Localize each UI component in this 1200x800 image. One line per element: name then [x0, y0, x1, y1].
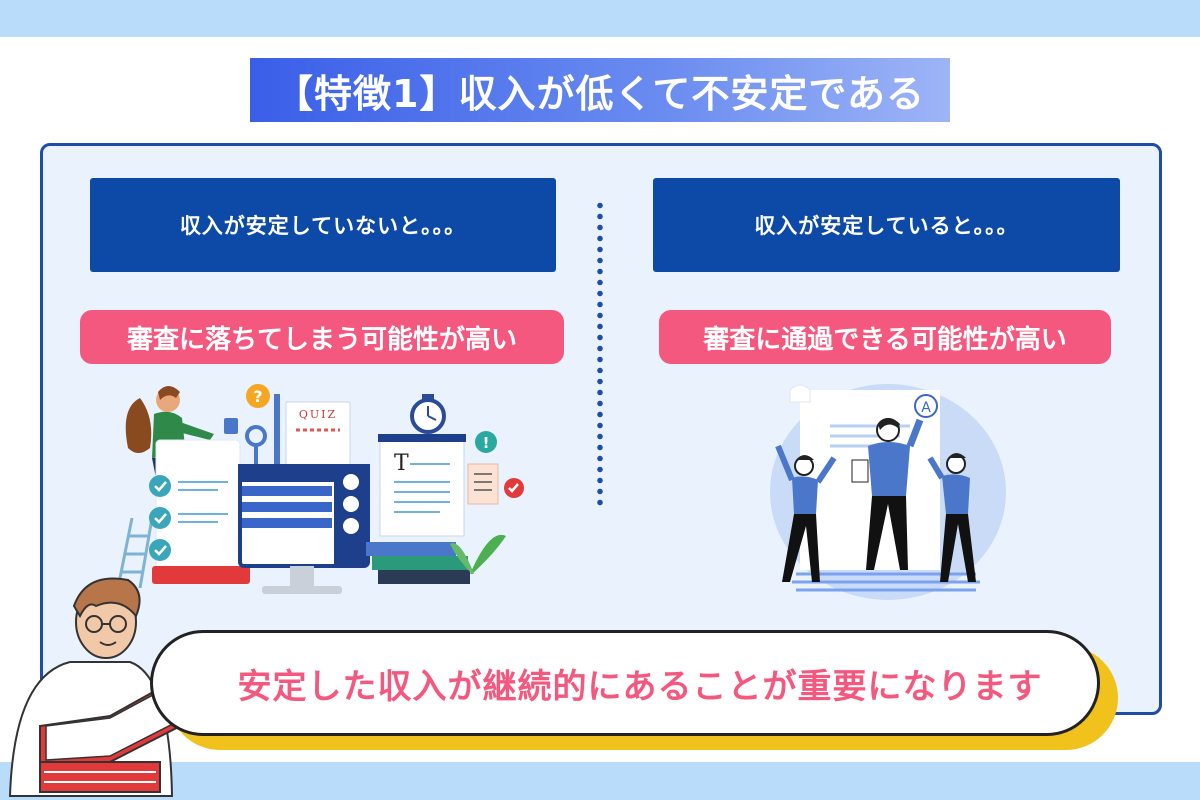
red-check-icon: [504, 478, 524, 498]
woman-pointing-icon: [927, 453, 976, 582]
pencil-icon: [274, 394, 280, 464]
book-stack-icon: [366, 542, 470, 584]
man-figure-icon: [851, 418, 924, 570]
dotted-divider: [597, 200, 603, 510]
team-success-illustration: A: [770, 384, 1006, 600]
magnifier-icon: [245, 425, 267, 466]
woman-cheering-icon: [775, 444, 837, 582]
quiz-label: QUIZ: [299, 408, 337, 421]
plant-icon: [450, 534, 506, 574]
text-document-icon: T: [378, 434, 466, 537]
question-bubble-icon: ?: [246, 384, 270, 408]
exclamation-mark: !: [483, 434, 490, 452]
right-result-badge: 審査に通過できる可能性が高い: [659, 310, 1111, 364]
checklist-document-icon: [149, 439, 250, 584]
monitor-icon: [238, 464, 370, 594]
left-column-header: 収入が安定していないと。。。: [90, 178, 556, 272]
exam-failure-illustration: ? QUIZ T: [116, 384, 524, 594]
text-icon-letter: T: [394, 451, 409, 476]
ladder-icon: [116, 517, 154, 589]
question-mark: ?: [253, 387, 262, 406]
bottom-band: [0, 762, 1200, 800]
exclamation-icon: !: [475, 431, 497, 453]
key-message: 安定した収入が継続的にあることが重要になります: [150, 630, 1100, 736]
note-card-icon: [467, 463, 499, 505]
top-band: [0, 0, 1200, 37]
left-result-badge: 審査に落ちてしまう可能性が高い: [80, 310, 564, 364]
grade-label: A: [921, 400, 931, 416]
grade-icon: A: [914, 394, 938, 418]
clock-icon: [410, 394, 446, 434]
right-column-header: 収入が安定していると。。。: [653, 178, 1120, 272]
quiz-paper-icon: QUIZ: [285, 401, 351, 469]
page-title: 【特徴1】収入が低くて不安定である: [250, 58, 950, 122]
